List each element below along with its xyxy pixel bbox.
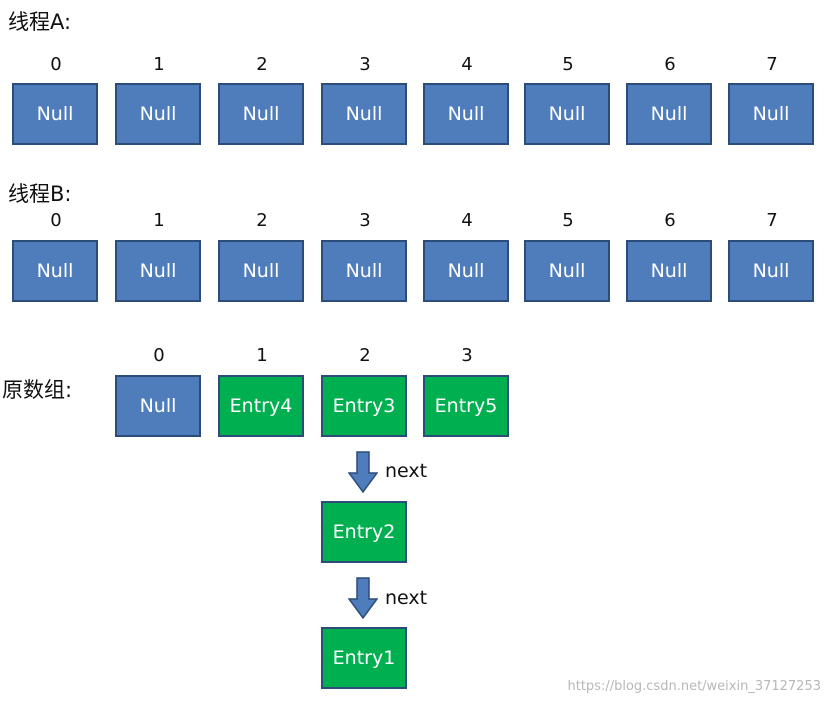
thread-b-label: 线程B: xyxy=(8,182,72,206)
index-label: 2 xyxy=(256,210,268,231)
index-label: 5 xyxy=(562,54,574,75)
array-cell: Null xyxy=(728,240,814,302)
index-label: 3 xyxy=(359,210,371,231)
array-cell: Null xyxy=(321,83,407,145)
array-cell: Null xyxy=(115,240,201,302)
array-cell: Null xyxy=(728,83,814,145)
array-cell: Null xyxy=(524,83,610,145)
index-label: 0 xyxy=(153,345,165,366)
index-label: 1 xyxy=(153,54,165,75)
index-label: 2 xyxy=(256,54,268,75)
array-cell: Null xyxy=(115,375,201,437)
entry-cell: Entry3 xyxy=(321,375,407,437)
entry-node: Entry1 xyxy=(321,627,407,689)
array-cell: Null xyxy=(12,240,98,302)
next-pointer-label: next xyxy=(385,587,428,609)
array-cell: Null xyxy=(423,83,509,145)
array-cell: Null xyxy=(12,83,98,145)
entry-cell: Entry5 xyxy=(423,375,509,437)
array-cell: Null xyxy=(115,83,201,145)
array-cell: Null xyxy=(626,240,712,302)
array-cell: Null xyxy=(423,240,509,302)
next-pointer-label: next xyxy=(385,460,428,482)
index-label: 6 xyxy=(664,210,676,231)
index-label: 3 xyxy=(359,54,371,75)
index-label: 6 xyxy=(664,54,676,75)
down-arrow-icon xyxy=(348,577,378,619)
original-array-label: 原数组: xyxy=(2,378,73,402)
entry-node: Entry2 xyxy=(321,501,407,563)
array-cell: Null xyxy=(524,240,610,302)
thread-a-label: 线程A: xyxy=(8,10,72,34)
index-label: 7 xyxy=(766,210,778,231)
index-label: 4 xyxy=(461,210,473,231)
array-cell: Null xyxy=(218,83,304,145)
index-label: 5 xyxy=(562,210,574,231)
index-label: 0 xyxy=(50,210,62,231)
entry-cell: Entry4 xyxy=(218,375,304,437)
watermark: https://blog.csdn.net/weixin_37127253 xyxy=(567,679,821,694)
array-cell: Null xyxy=(218,240,304,302)
index-label: 3 xyxy=(461,345,473,366)
index-label: 7 xyxy=(766,54,778,75)
index-label: 0 xyxy=(50,54,62,75)
index-label: 1 xyxy=(153,210,165,231)
down-arrow-icon xyxy=(348,451,378,493)
index-label: 2 xyxy=(359,345,371,366)
index-label: 1 xyxy=(256,345,268,366)
array-cell: Null xyxy=(321,240,407,302)
index-label: 4 xyxy=(461,54,473,75)
array-cell: Null xyxy=(626,83,712,145)
